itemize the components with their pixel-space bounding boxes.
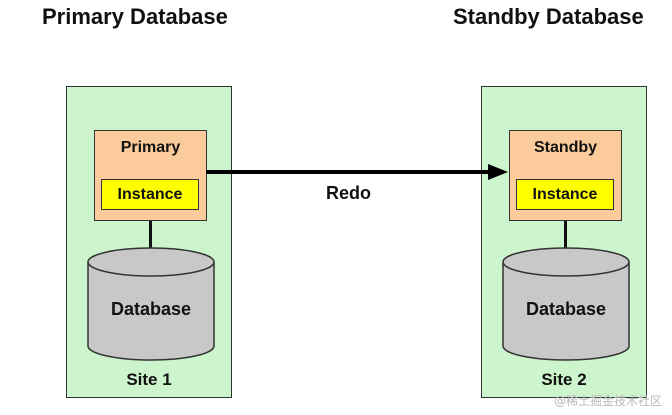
redo-label: Redo (326, 183, 371, 203)
standby-instance-label: Instance (516, 179, 614, 210)
primary-connector-line (149, 221, 152, 249)
standby-database-cylinder: Database (502, 247, 630, 362)
primary-database-cylinder: Database (87, 247, 215, 362)
site-2-label: Site 2 (541, 370, 587, 389)
site-1-label: Site 1 (126, 370, 172, 389)
primary-instance-label: Instance (101, 179, 199, 210)
standby-instance-box: Standby Instance (509, 130, 622, 221)
standby-database-heading: Standby Database (453, 4, 644, 29)
database-cylinder-icon (502, 247, 630, 361)
arrowhead-icon (488, 164, 508, 180)
watermark: @稀土掘金技术社区 (553, 394, 662, 408)
primary-instance-box: Primary Instance (94, 130, 207, 221)
primary-instance-title: Primary (120, 139, 181, 156)
site-1-container: Primary Instance Database Site 1 (66, 86, 232, 398)
standby-instance-title: Standby (533, 139, 598, 156)
site-2-container: Standby Instance Database Site 2 (481, 86, 647, 398)
standby-connector-line (564, 221, 567, 249)
database-cylinder-icon (87, 247, 215, 361)
primary-database-heading: Primary Database (42, 4, 228, 29)
standby-database-label: Database (525, 299, 607, 319)
primary-database-label: Database (110, 299, 192, 319)
